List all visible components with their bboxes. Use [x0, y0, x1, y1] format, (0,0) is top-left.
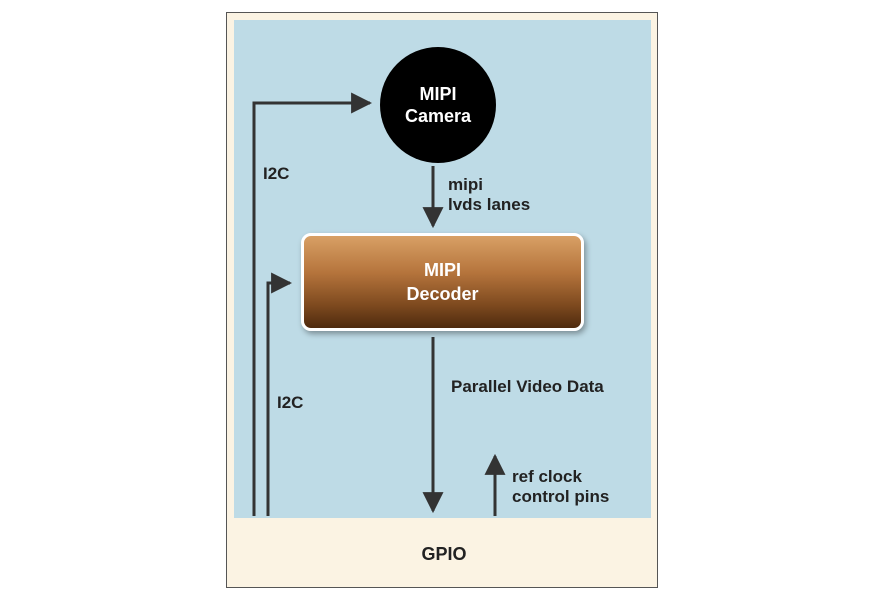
mipi-decoder-block: MIPI Decoder: [301, 233, 584, 331]
i2c-decoder-label: I2C: [277, 393, 304, 412]
mipi-lanes-label: mipi lvds lanes: [448, 175, 531, 214]
decoder-label: MIPI Decoder: [406, 260, 479, 304]
i2c-decoder-wire: [266, 272, 293, 516]
gpio-label: GPIO: [421, 544, 467, 564]
ref-clock-label: ref clock control pins: [512, 467, 610, 506]
camera-label: MIPI Camera: [404, 84, 472, 126]
parallel-video-label: Parallel Video Data: [451, 377, 604, 396]
i2c-camera-wire: [252, 92, 373, 516]
mipi-camera-node: MIPI Camera: [380, 47, 496, 163]
i2c-camera-label: I2C: [263, 164, 290, 183]
